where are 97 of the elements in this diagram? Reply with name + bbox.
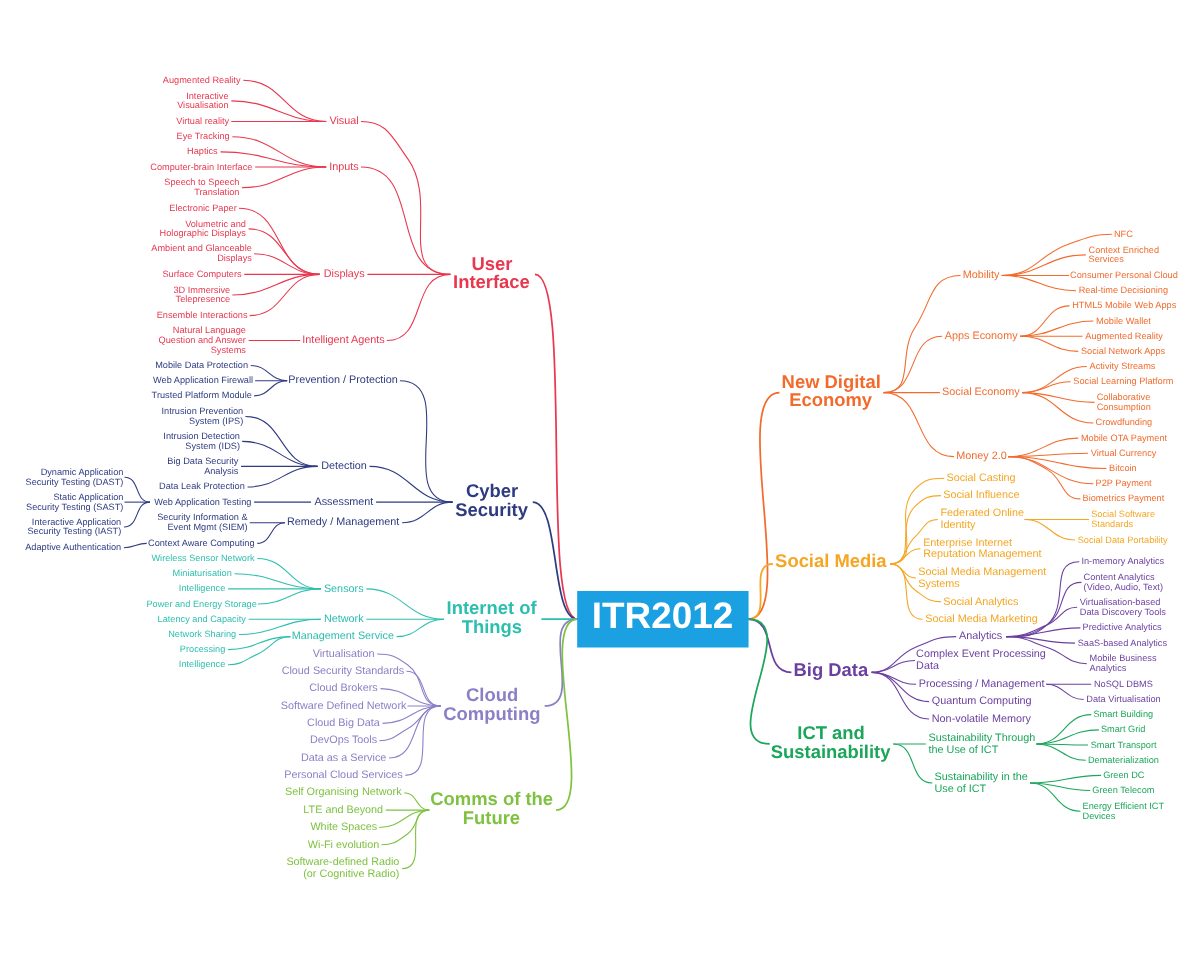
connector — [227, 635, 291, 650]
connector — [249, 272, 321, 316]
connector — [238, 206, 321, 274]
connector — [1035, 742, 1087, 760]
connector — [227, 587, 322, 589]
node-text: Comms of the Future — [430, 788, 554, 827]
connector — [883, 334, 943, 393]
connector — [889, 517, 939, 564]
connector — [360, 119, 451, 274]
connector — [123, 500, 151, 527]
connector — [871, 658, 916, 672]
node-box: ITR2012 — [577, 590, 749, 647]
connector — [404, 704, 442, 775]
connector — [1029, 781, 1081, 811]
connector — [219, 150, 327, 167]
connector — [883, 273, 962, 393]
connector — [253, 500, 312, 502]
connector — [241, 439, 319, 466]
connector — [241, 165, 327, 188]
connector — [254, 379, 288, 381]
connector — [385, 808, 430, 810]
node-text: ICT and Sustainability — [770, 722, 891, 761]
connector — [378, 808, 430, 827]
connector — [257, 587, 322, 604]
connector — [889, 547, 921, 564]
connector — [1029, 781, 1091, 791]
connector — [401, 500, 454, 523]
node-text: Big Data — [793, 658, 869, 679]
node-text: Cloud Computing — [443, 684, 541, 723]
connector — [892, 742, 933, 783]
connector — [254, 165, 327, 167]
connector — [256, 521, 286, 543]
connector — [871, 635, 957, 672]
connector — [1005, 635, 1088, 664]
connector — [1035, 728, 1100, 744]
connector — [747, 390, 781, 620]
connector — [244, 414, 319, 466]
node-text: Cyber Security — [455, 480, 528, 519]
connector — [889, 476, 945, 564]
connector — [1001, 273, 1077, 291]
connector — [379, 687, 442, 706]
connector — [386, 272, 451, 341]
node-text: Internet of Things — [446, 597, 537, 636]
connector — [396, 617, 445, 637]
connector — [401, 808, 430, 869]
connector — [747, 617, 771, 744]
connector — [250, 363, 288, 381]
connector — [1035, 742, 1089, 745]
connector — [230, 99, 327, 122]
connector — [249, 521, 286, 523]
connector — [360, 165, 451, 274]
connector — [376, 652, 442, 706]
connector — [369, 464, 454, 502]
connector — [892, 742, 927, 744]
node-text: New Digital Economy — [781, 370, 881, 410]
connector — [123, 500, 151, 502]
connector — [531, 500, 579, 620]
connector — [248, 227, 321, 274]
connector — [1001, 232, 1113, 276]
connector — [1035, 713, 1092, 744]
connector — [248, 339, 301, 341]
connector — [365, 587, 445, 619]
connector — [242, 78, 327, 122]
connector — [253, 379, 288, 396]
connector — [388, 704, 442, 758]
connector — [231, 135, 327, 167]
connector — [403, 791, 430, 810]
connector — [1045, 682, 1085, 700]
connector — [871, 670, 930, 719]
connector — [405, 669, 442, 706]
connector — [1019, 334, 1079, 351]
connector — [123, 475, 151, 502]
connector — [1019, 319, 1094, 336]
connector — [123, 541, 148, 548]
connector — [555, 617, 579, 810]
connector — [534, 272, 579, 620]
connector — [883, 391, 955, 457]
connector — [889, 562, 924, 619]
node-text: User Interface — [453, 252, 530, 292]
connector — [543, 617, 579, 706]
connector — [747, 562, 774, 620]
connector — [540, 617, 579, 620]
connector — [380, 808, 430, 845]
connector — [227, 635, 291, 665]
connector — [1024, 517, 1076, 540]
connector — [382, 704, 442, 723]
connector — [378, 704, 442, 741]
connector — [889, 494, 942, 564]
connector — [1021, 391, 1094, 423]
connector — [375, 500, 454, 502]
connector — [1029, 773, 1102, 783]
connector — [1007, 455, 1081, 499]
connector — [238, 617, 322, 634]
connector — [889, 562, 942, 602]
connector — [247, 464, 319, 487]
connector — [230, 119, 327, 122]
node-text: Social Media — [775, 550, 887, 571]
